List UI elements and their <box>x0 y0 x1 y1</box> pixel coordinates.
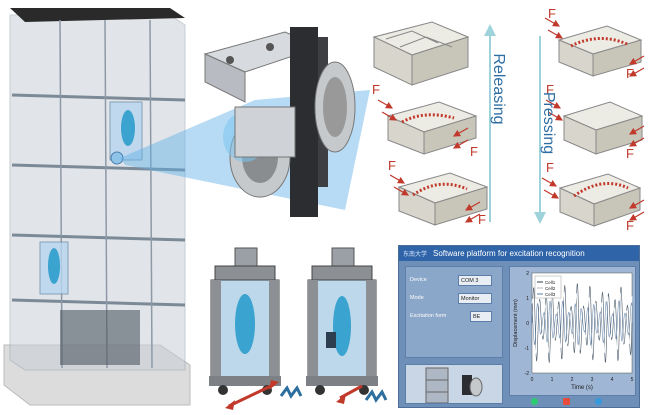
x-tick-label: 5 <box>631 377 634 383</box>
software-window: 东南大学 Software platform for excitation rec… <box>398 245 640 408</box>
y-axis-label: Displacement (mm) <box>513 299 519 347</box>
excitation-label: Excitation form <box>410 313 447 319</box>
mode-field[interactable]: Monitor <box>458 293 492 304</box>
university-logo: 东南大学 <box>403 252 428 258</box>
x-tick-label: 4 <box>611 377 614 383</box>
releasing-label: Releasing <box>490 53 507 125</box>
y-tick-label: -2 <box>525 371 530 377</box>
cell-releasing-1 <box>386 101 478 155</box>
device-field[interactable]: COM 3 <box>458 275 492 286</box>
force-label-p1: F <box>548 6 556 21</box>
cell-pressing-2 <box>562 101 644 155</box>
x-tick-label: 1 <box>551 377 554 383</box>
device-row: Device COM 3 <box>410 275 504 287</box>
force-label-p3: F <box>546 82 554 97</box>
force-label-p2: F <box>626 66 634 81</box>
force-label-p6: F <box>626 218 634 233</box>
excitation-row: Excitation form BE <box>410 311 504 323</box>
x-tick-label: 3 <box>591 377 594 383</box>
x-tick-label: 2 <box>571 377 574 383</box>
cell-releasing-2 <box>397 172 489 226</box>
force-label-r2: F <box>470 144 478 159</box>
excitation-field[interactable]: BE <box>470 311 492 322</box>
force-label-r1: F <box>372 82 380 97</box>
force-label-p5: F <box>546 160 554 175</box>
harvester-device <box>203 27 356 217</box>
y-tick-label: 0 <box>526 321 529 327</box>
stop-button[interactable] <box>563 398 570 405</box>
series-line <box>531 300 633 347</box>
settings-form: Device COM 3 Mode Monitor Excitation for… <box>405 266 503 358</box>
cell-pressing-3 <box>558 173 642 227</box>
cell-pressing-1 <box>557 25 643 77</box>
mode-label: Mode <box>410 295 424 301</box>
device-label: Device <box>410 277 427 283</box>
elevator-car-left <box>209 247 303 410</box>
x-axis-label: Time (s) <box>571 385 593 391</box>
glass-building <box>3 8 191 406</box>
releasing-arrow <box>484 24 496 222</box>
legend-label: Cell3 <box>545 292 556 297</box>
pressing-label: Pressing <box>540 91 557 155</box>
series-line <box>531 283 633 363</box>
y-tick-label: -1 <box>525 346 530 352</box>
legend-label: Cell2 <box>545 286 556 291</box>
series-line <box>531 291 633 355</box>
software-title: Software platform for excitation recogni… <box>433 249 585 258</box>
mode-row: Mode Monitor <box>410 293 504 305</box>
software-titlebar: 东南大学 Software platform for excitation rec… <box>399 246 639 261</box>
force-arrows <box>377 17 645 223</box>
y-tick-label: 2 <box>526 271 529 277</box>
y-tick-label: 1 <box>526 296 529 302</box>
pressing-arrow <box>534 36 546 224</box>
force-label-r3: F <box>388 158 396 173</box>
legend-label: Cell1 <box>545 280 556 285</box>
cell-empty <box>372 21 470 86</box>
force-label-r4: F <box>478 212 486 227</box>
elevator-car-right <box>306 247 388 404</box>
play-button[interactable] <box>531 398 538 405</box>
x-tick-label: 0 <box>531 377 534 383</box>
force-label-p4: F <box>626 146 634 161</box>
settings-button[interactable] <box>595 398 602 405</box>
thumbnail-preview <box>405 364 503 404</box>
